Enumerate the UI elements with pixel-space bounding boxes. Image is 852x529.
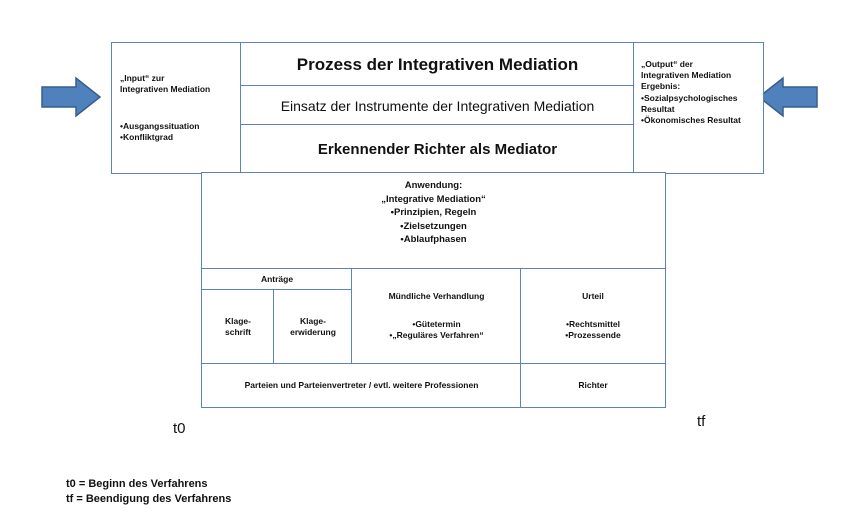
instruments-box: Einsatz der Instrumente der Integrativen… <box>240 85 635 126</box>
parties-text: Parteien und Parteienvertreter / evtl. w… <box>244 380 479 390</box>
anwendung-item-ablaufphasen: Ablaufphasen <box>202 233 665 247</box>
klageschrift-box: Klage- schrift <box>201 289 275 365</box>
urteil-item-prozessende: Prozessende <box>521 330 665 341</box>
klageschrift-text: Klage- schrift <box>225 316 251 337</box>
output-item-sozial: Sozialpsychologisches Resultat <box>641 93 761 115</box>
instruments-text: Einsatz der Instrumente der Integrativen… <box>280 98 595 114</box>
output-arrow-icon <box>757 76 818 118</box>
input-item-ausgangssituation: Ausgangssituation <box>120 121 200 132</box>
judge-mediator-text: Erkennender Richter als Mediator <box>317 141 558 158</box>
richter-text: Richter <box>578 380 608 390</box>
legend-t0: t0 = Beginn des Verfahrens <box>66 478 208 490</box>
tf-marker: tf <box>697 413 706 430</box>
urteil-list: Rechtsmittel Prozessende <box>521 319 665 341</box>
verhandlung-box: Mündliche Verhandlung Gütetermin „Regulä… <box>351 268 522 365</box>
output-box: „Output“ der Integrativen Mediation Erge… <box>633 42 764 174</box>
anwendung-item-prinzipien: Prinzipien, Regeln <box>202 206 665 220</box>
time-legend: t0 = Beginn des Verfahrens tf = Beendigu… <box>66 477 231 507</box>
input-list: Ausgangssituation Konfliktgrad <box>120 121 200 143</box>
output-item-oekonomisch: Ökonomisches Resultat <box>641 115 761 126</box>
t0-marker: t0 <box>173 420 186 437</box>
urteil-box: Urteil Rechtsmittel Prozessende <box>520 268 666 365</box>
anwendung-box: Anwendung: „Integrative Mediation“ Prinz… <box>201 172 666 270</box>
process-title: Prozess der Integrativen Mediation <box>296 55 579 74</box>
input-title: „Input“ zur Integrativen Mediation <box>120 73 211 94</box>
legend-tf: tf = Beendigung des Verfahrens <box>66 493 232 505</box>
process-title-box: Prozess der Integrativen Mediation <box>240 42 635 87</box>
urteil-title: Urteil <box>582 291 604 301</box>
verhandlung-item-guetetermin: Gütetermin <box>352 319 521 330</box>
output-list: Sozialpsychologisches Resultat Ökonomisc… <box>641 93 761 126</box>
verhandlung-list: Gütetermin „Reguläres Verfahren“ <box>352 319 521 341</box>
output-title: „Output“ der Integrativen Mediation Erge… <box>641 59 732 91</box>
anwendung-text: Anwendung: „Integrative Mediation“ Prinz… <box>202 179 665 247</box>
antraege-title: Anträge <box>260 274 294 284</box>
urteil-item-rechtsmittel: Rechtsmittel <box>521 319 665 330</box>
verhandlung-title: Mündliche Verhandlung <box>388 291 485 301</box>
input-arrow-icon <box>41 76 102 118</box>
input-item-konfliktgrad: Konfliktgrad <box>120 132 200 143</box>
richter-box: Richter <box>520 363 666 408</box>
klageerwiderung-text: Klage- erwiderung <box>290 316 336 337</box>
klageerwiderung-box: Klage- erwiderung <box>273 289 353 365</box>
input-box: „Input“ zur Integrativen Mediation Ausga… <box>111 42 242 174</box>
verhandlung-item-regulaer: „Reguläres Verfahren“ <box>352 330 521 341</box>
anwendung-item-zielsetzungen: Zielsetzungen <box>202 220 665 234</box>
antraege-header-box: Anträge <box>201 268 353 291</box>
judge-mediator-box: Erkennender Richter als Mediator <box>240 124 635 174</box>
parties-box: Parteien und Parteienvertreter / evtl. w… <box>201 363 522 408</box>
